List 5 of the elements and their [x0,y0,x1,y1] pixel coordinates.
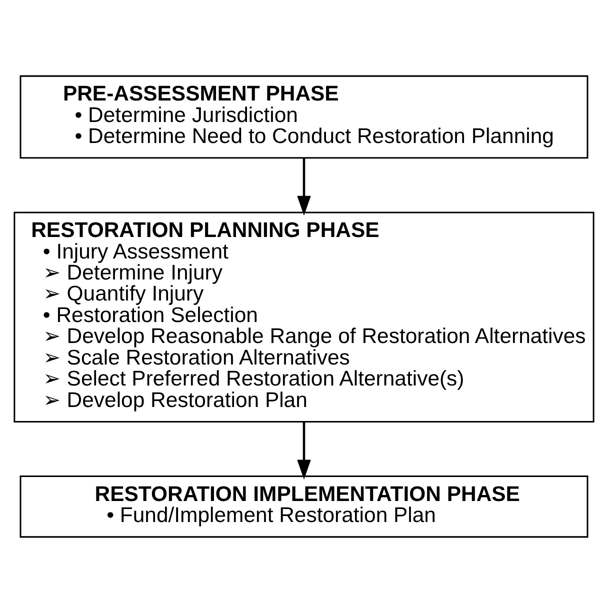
node-box: RESTORATION IMPLEMENTATION PHASE • Fund/Implement Restoration Plan [20,476,588,538]
arrow [297,158,311,216]
node-box: PRE-ASSESSMENT PHASE • Determine Jurisdiction • Determine Need to Conduct Restoration Planning [20,75,588,159]
node-box: RESTORATION PLANNING PHASE • Injury Assessment ➢ Determine Injury ➢ Quantify Injury • Restoration Selection ➢ Develop Reasonable Range of Restoration Alternatives ➢ Scale Restoration Alternatives ➢ Select Preferred Restoration Alternative(s) ➢ Develop Restoration Plan [14,212,594,422]
arrow [297,422,311,480]
